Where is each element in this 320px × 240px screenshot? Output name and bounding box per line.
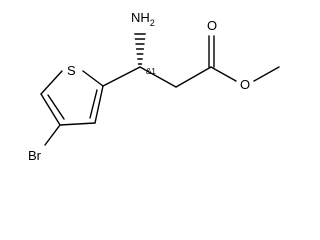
bond-carbonyl-ester-o (210, 66, 237, 82)
bond-c4-br (44, 124, 61, 146)
amine-label: NH2 (131, 10, 155, 28)
structure-diagram: S NH2 &1 O O Br (28, 10, 280, 163)
stereo-label: &1 (146, 67, 156, 76)
bond-c5-s (40, 70, 63, 95)
bond-ch2-carbonyl (175, 66, 212, 88)
sulfur-label: S (67, 63, 76, 78)
bond-stereocenter-ch2 (139, 66, 177, 88)
double-bond-c4-c5 (47, 94, 65, 120)
amine-subscript: 2 (150, 18, 155, 28)
ester-oxygen-label: O (240, 77, 250, 92)
carbonyl-oxygen-label: O (207, 18, 217, 33)
hashed-wedge-bond (134, 33, 146, 65)
bond-ester-o-methyl (253, 66, 280, 82)
bond-c4-c5 (40, 93, 61, 126)
double-bond-c2-c3 (89, 89, 98, 119)
bond-c2-stereocenter (102, 66, 141, 87)
amine-text: NH (131, 10, 150, 25)
bond-c3-c4 (59, 122, 96, 126)
bromine-label: Br (28, 148, 42, 163)
bond-c2-c3 (94, 85, 104, 124)
bond-s-c2 (82, 70, 104, 87)
